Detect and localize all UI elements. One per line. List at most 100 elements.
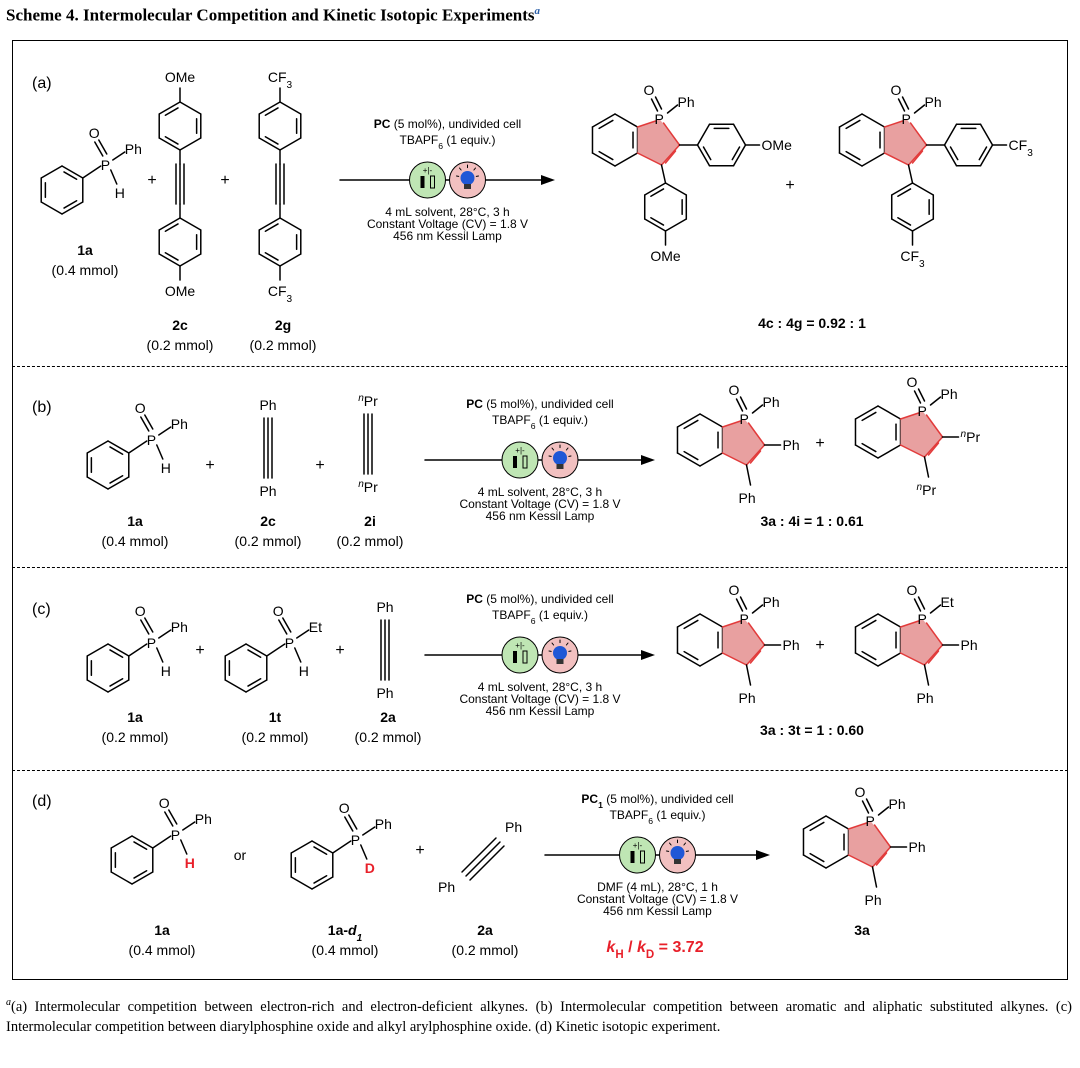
svg-text:O: O <box>135 400 146 416</box>
svg-text:Ph: Ph <box>739 690 756 706</box>
svg-text:P: P <box>902 111 911 127</box>
panel-b-2i-label: 2i <box>364 513 376 529</box>
footnote-text: (a) Intermolecular competition between e… <box>6 998 1072 1035</box>
panel-a-conditions-tba-line: TBAPF6 (1 equiv.) <box>400 133 496 151</box>
panel-d-1a-label: 1a <box>154 922 170 938</box>
svg-text:Ph: Ph <box>259 397 276 413</box>
svg-text:2i: 2i <box>364 513 376 529</box>
svg-text:P: P <box>147 432 156 448</box>
svg-text:O: O <box>855 784 866 800</box>
svg-text:O: O <box>159 795 170 811</box>
svg-text:Ph: Ph <box>739 490 756 506</box>
panel-c-ratio: 3a : 3t = 1 : 0.60 <box>760 722 864 738</box>
svg-text:2a: 2a <box>477 922 493 938</box>
svg-text:OMe: OMe <box>650 248 681 264</box>
footnote-mark: a <box>6 997 11 1008</box>
panel-d-1a-amount: (0.4 mmol) <box>129 942 196 958</box>
panel-a-conditions-electrode-icon <box>409 161 446 199</box>
svg-text:Ph: Ph <box>865 892 882 908</box>
footnote: a(a) Intermolecular competition between … <box>6 993 1072 1037</box>
panel-d-product-3a-ring-highlight <box>848 821 891 867</box>
svg-text:(0.4 mmol): (0.4 mmol) <box>102 533 169 549</box>
panel-b-product-4i-ring-highlight <box>900 411 943 457</box>
svg-text:P: P <box>918 403 927 419</box>
svg-text:+|-: +|- <box>515 641 525 650</box>
panel-c-product-3a-ring-highlight <box>722 619 765 665</box>
svg-text:(0.4 mmol): (0.4 mmol) <box>52 262 119 278</box>
panel-c-1t-label: 1t <box>269 709 282 725</box>
svg-text:O: O <box>907 582 918 598</box>
panel-c-2a-amount: (0.2 mmol) <box>355 729 422 745</box>
svg-text:nPr: nPr <box>961 429 981 446</box>
panel-b-conditions-tba-line: TBAPF6 (1 equiv.) <box>492 413 588 431</box>
panel-d-label: (d) <box>32 793 52 810</box>
panel-d-conditions-solvent-line: DMF (4 mL), 28°C, 1 h <box>597 880 718 894</box>
svg-text:+: + <box>815 637 824 654</box>
panel-c-conditions-voltage-line: Constant Voltage (CV) = 1.8 V <box>459 692 620 706</box>
panel-a-2c-label: 2c <box>172 317 188 333</box>
panel-d-conditions-arrow-head <box>756 850 770 860</box>
panel-b-conditions-arrow-head <box>641 455 655 465</box>
svg-text:(0.2 mmol): (0.2 mmol) <box>242 729 309 745</box>
svg-text:+: + <box>815 435 824 452</box>
panel-d-1a-d1-amount: (0.4 mmol) <box>312 942 379 958</box>
panel-a-2c-amount: (0.2 mmol) <box>147 337 214 353</box>
panel-c-plus-1: + <box>195 642 204 659</box>
panel-c-conditions-arrow-head <box>641 650 655 660</box>
panel-b-conditions-solvent-line: 4 mL solvent, 28°C, 3 h <box>478 485 602 499</box>
svg-text:+: + <box>205 457 214 474</box>
panel-d-or: or <box>234 847 247 863</box>
svg-text:+: + <box>147 172 156 189</box>
panel-d-conditions-electrode-icon <box>619 836 656 874</box>
svg-text:P: P <box>740 411 749 427</box>
panel-c-label: (c) <box>32 601 51 618</box>
svg-text:(0.2 mmol): (0.2 mmol) <box>235 533 302 549</box>
svg-text:Ph: Ph <box>909 839 926 855</box>
svg-text:Ph: Ph <box>375 816 392 832</box>
divider-bc <box>12 567 1068 568</box>
svg-text:Ph: Ph <box>505 819 522 835</box>
svg-text:nPr: nPr <box>917 482 937 499</box>
svg-text:1a: 1a <box>154 922 170 938</box>
svg-text:Ph: Ph <box>259 483 276 499</box>
svg-text:P: P <box>351 832 360 848</box>
panel-b-plus-3: + <box>815 435 824 452</box>
svg-text:2c: 2c <box>260 513 276 529</box>
svg-text:(0.2 mmol): (0.2 mmol) <box>452 942 519 958</box>
svg-text:Ph: Ph <box>783 637 800 653</box>
panel-a-2g-amount: (0.2 mmol) <box>250 337 317 353</box>
svg-text:(0.4 mmol): (0.4 mmol) <box>129 942 196 958</box>
panel-d-kie: kH / kD = 3.72 <box>606 939 703 961</box>
panel-a-conditions-voltage-line: Constant Voltage (CV) = 1.8 V <box>367 217 528 231</box>
svg-text:Ph: Ph <box>763 594 780 610</box>
svg-text:O: O <box>339 800 350 816</box>
panel-a-ratio: 4c : 4g = 0.92 : 1 <box>758 315 866 331</box>
panel-d-1a-d1-label: 1a-d1 <box>328 922 363 944</box>
svg-text:Ph: Ph <box>783 437 800 453</box>
panel-d-conditions-tba-line: TBAPF6 (1 equiv.) <box>610 808 706 826</box>
svg-text:P: P <box>740 611 749 627</box>
svg-text:CF3: CF3 <box>1009 137 1034 159</box>
svg-text:+: + <box>335 642 344 659</box>
panel-a-1a-label: 1a <box>77 242 93 258</box>
svg-text:P: P <box>918 611 927 627</box>
svg-text:Ph: Ph <box>678 94 695 110</box>
svg-text:1a-d1: 1a-d1 <box>328 922 363 944</box>
svg-text:Ph: Ph <box>195 811 212 827</box>
panel-a-conditions-arrow-head <box>541 175 555 185</box>
panel-d-2a-amount: (0.2 mmol) <box>452 942 519 958</box>
panel-b-product-3a-ring-highlight <box>722 419 765 465</box>
scheme-title: Scheme 4. Intermolecular Competition and… <box>6 5 541 25</box>
svg-text:1a: 1a <box>127 709 143 725</box>
svg-text:H: H <box>115 185 125 201</box>
svg-text:3a : 4i = 1 : 0.61: 3a : 4i = 1 : 0.61 <box>760 513 863 529</box>
panel-a-2g-label: 2g <box>275 317 291 333</box>
svg-text:nPr: nPr <box>358 393 378 410</box>
panel-c-1a-label: 1a <box>127 709 143 725</box>
